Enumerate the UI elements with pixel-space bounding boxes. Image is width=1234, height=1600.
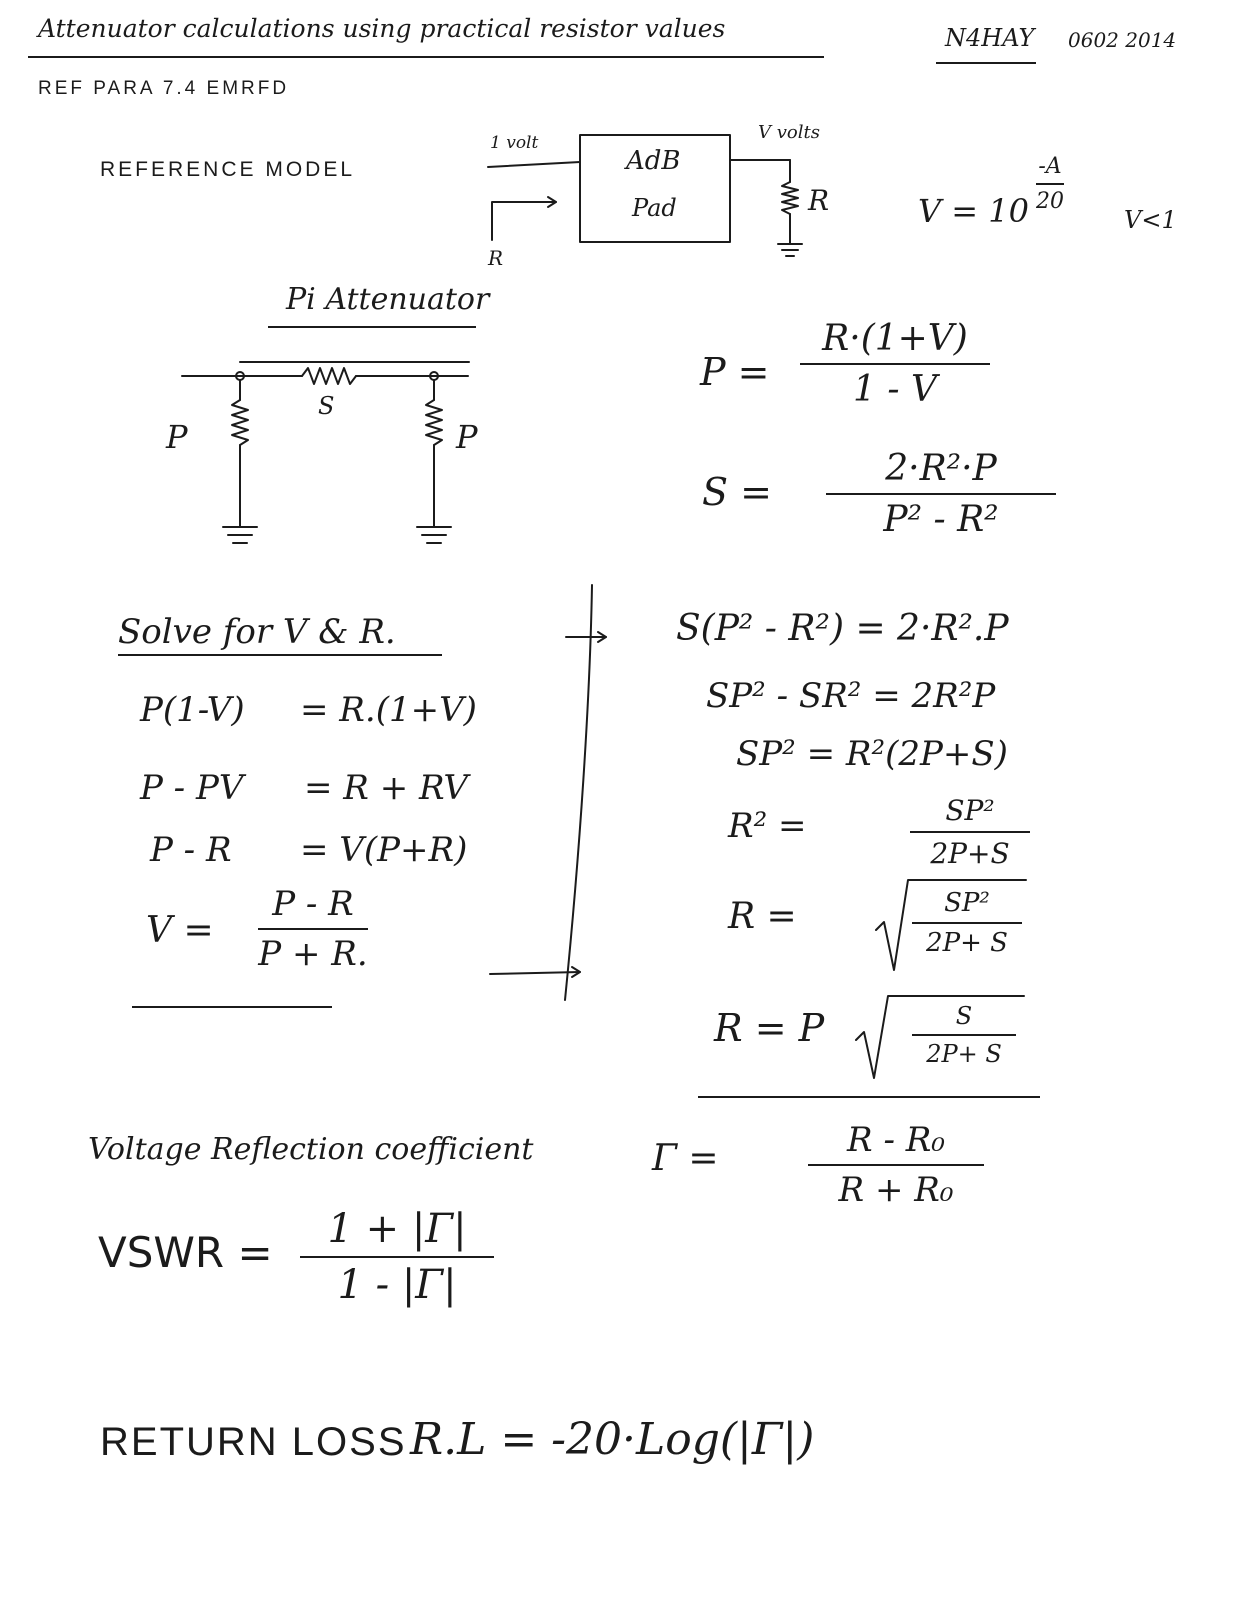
page-title: Attenuator calculations using practical … xyxy=(38,14,726,43)
reflection-lhs: Γ = xyxy=(652,1138,719,1179)
derive-r-lhs: R = xyxy=(728,896,797,937)
solve-title-underline xyxy=(118,654,442,656)
solve-line-2-rhs: = R + RV xyxy=(304,768,468,808)
input-r-label: R xyxy=(488,246,504,270)
solve-v-bar xyxy=(258,928,368,930)
solve-line-1-lhs: P(1-V) xyxy=(140,690,245,730)
derive-r2-bar xyxy=(910,831,1030,833)
pi-s-label: S xyxy=(318,392,335,420)
output-voltage-label: V volts xyxy=(758,122,820,143)
eq-p-den: 1 - V xyxy=(853,369,937,410)
derive-r-bar xyxy=(912,922,1022,924)
eq-p-fraction: R·(1+V) 1 - V xyxy=(800,318,990,410)
eq-s-fraction: 2·R²·P P² - R² xyxy=(826,448,1056,540)
reference-model-label: REFERENCE MODEL xyxy=(100,158,356,181)
derive-r2-num: SP² xyxy=(945,794,995,827)
eq-s-bar xyxy=(826,493,1056,495)
eq-p-num: R·(1+V) xyxy=(822,318,968,359)
vswr-den: 1 - |Γ| xyxy=(337,1262,457,1308)
reflection-den: R + R₀ xyxy=(838,1170,954,1210)
solve-underline xyxy=(132,1006,332,1008)
derive-r-den: 2P+ S xyxy=(926,928,1008,958)
derive-final-fraction: S 2P+ S xyxy=(912,1002,1016,1068)
derive-r2-lhs: R² = xyxy=(728,806,807,846)
title-underline xyxy=(28,56,824,58)
derive-line-2: SP² - SR² = 2R²P xyxy=(706,676,996,716)
solve-v-num: P - R xyxy=(272,884,354,924)
vswr-fraction: 1 + |Γ| 1 - |Γ| xyxy=(300,1206,494,1308)
derive-line-3: SP² = R²(2P+S) xyxy=(736,734,1008,774)
pi-title: Pi Attenuator xyxy=(286,282,490,317)
derive-r-fraction: SP² 2P+ S xyxy=(912,888,1022,958)
v-exponent-num: -A xyxy=(1038,154,1062,179)
derive-r2-den: 2P+S xyxy=(930,837,1010,870)
derive-r-num: SP² xyxy=(944,888,990,918)
load-resistor xyxy=(781,181,799,215)
reflection-fraction: R - R₀ R + R₀ xyxy=(808,1120,984,1210)
derive-final-bar xyxy=(912,1034,1016,1036)
eq-s-den: P² - R² xyxy=(883,499,999,540)
eq-s-lhs: S = xyxy=(702,470,772,514)
solve-v-fraction: P - R P + R. xyxy=(258,884,368,974)
derive-final-underline xyxy=(698,1096,1040,1098)
solve-line-1-rhs: = R.(1+V) xyxy=(300,690,477,730)
eq-s-num: 2·R²·P xyxy=(885,448,997,489)
pad-bottom-label: Pad xyxy=(632,194,677,222)
load-r-label: R xyxy=(808,184,830,217)
vswr-num: 1 + |Γ| xyxy=(327,1206,467,1252)
pi-title-underline xyxy=(268,326,476,328)
shunt-resistor-left xyxy=(231,399,249,446)
pad-box xyxy=(579,134,731,243)
reference-line: REF PARA 7.4 EMRFD xyxy=(38,78,290,99)
solve-line-2-lhs: P - PV xyxy=(140,768,244,808)
date: 0602 2014 xyxy=(1068,28,1177,52)
derive-line-1: S(P² - R²) = 2·R².P xyxy=(676,608,1009,649)
solve-v-lhs: V = xyxy=(146,910,214,951)
v-constraint: V<1 xyxy=(1124,206,1177,234)
v-exponent: -A 20 xyxy=(1036,154,1064,214)
series-resistor-s xyxy=(301,367,357,385)
callsign-underline xyxy=(936,62,1036,64)
return-loss-label: RETURN LOSS xyxy=(100,1420,407,1464)
reflection-num: R - R₀ xyxy=(847,1120,945,1160)
solve-line-3-rhs: = V(P+R) xyxy=(300,830,468,870)
solve-title: Solve for V & R. xyxy=(118,612,396,652)
pad-top-label: AdB xyxy=(626,146,681,176)
solve-line-3-lhs: P - R xyxy=(150,830,232,870)
eq-p-lhs: P = xyxy=(700,350,770,394)
reflection-label: Voltage Reflection coefficient xyxy=(88,1132,534,1167)
derive-final-den: 2P+ S xyxy=(926,1040,1002,1068)
eq-p-bar xyxy=(800,363,990,365)
derive-r2-fraction: SP² 2P+S xyxy=(910,794,1030,870)
vswr-bar xyxy=(300,1256,494,1258)
derive-final-num: S xyxy=(955,1002,973,1030)
v-formula: V = 10 xyxy=(918,192,1029,230)
return-loss-equation: R.L = -20·Log(|Γ|) xyxy=(410,1414,815,1465)
pi-p-right: P xyxy=(456,418,478,456)
input-voltage-label: 1 volt xyxy=(490,133,539,153)
derive-final-lhs: R = P xyxy=(714,1006,825,1050)
pi-p-left: P xyxy=(166,418,188,456)
shunt-resistor-right xyxy=(425,399,443,446)
solve-v-den: P + R. xyxy=(258,934,368,974)
reflection-bar xyxy=(808,1164,984,1166)
vswr-lhs: VSWR = xyxy=(98,1228,273,1277)
v-exponent-bar xyxy=(1036,183,1064,185)
divider-line xyxy=(564,584,593,1001)
v-exponent-den: 20 xyxy=(1036,189,1064,214)
callsign: N4HAY xyxy=(945,24,1035,52)
